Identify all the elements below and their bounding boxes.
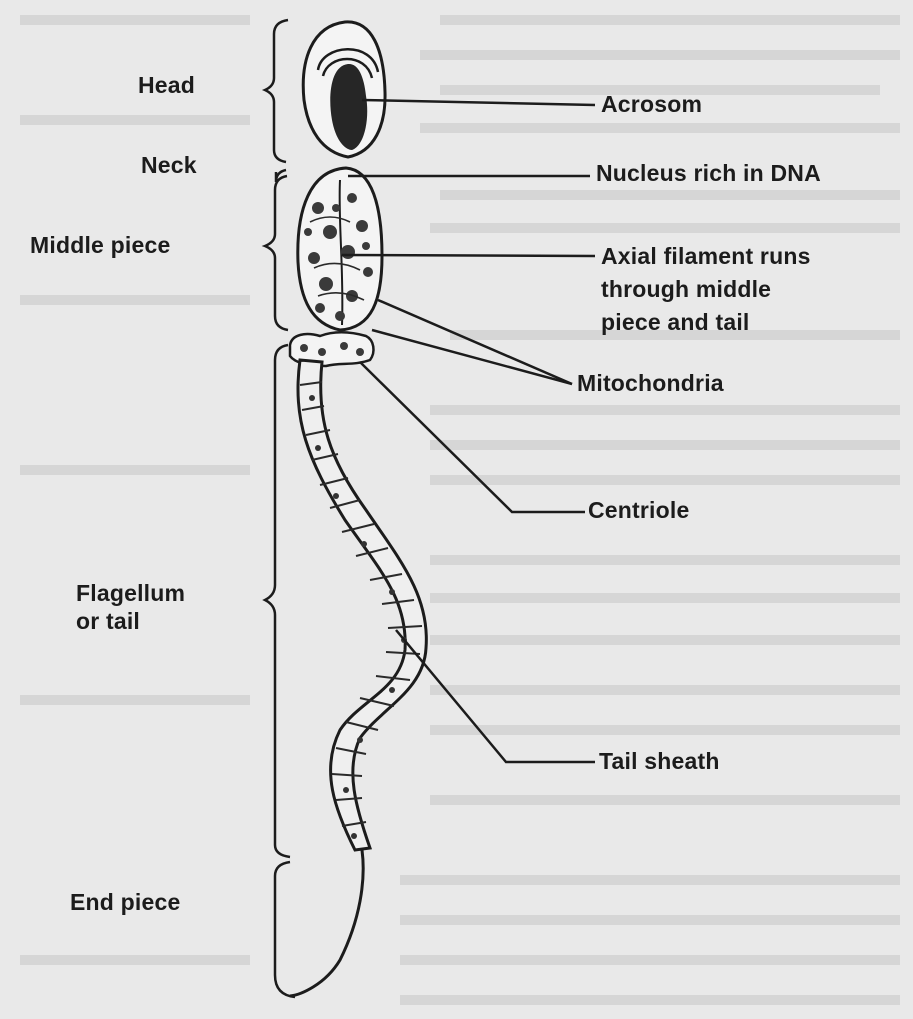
label-centriole: Centriole [588,497,690,523]
acrosom-leader [361,98,596,107]
label-tail-sheath: Tail sheath [599,748,720,774]
left-brackets [261,18,296,999]
middle-piece [296,166,384,332]
background-texture [20,15,900,1005]
label-middle-piece: Middle piece [30,232,171,258]
tail-sheath-leader [395,629,595,764]
label-axial-line3: piece and tail [601,309,750,335]
middle-piece-swirls [309,216,365,301]
end-piece-filament [289,849,365,998]
acrosome-cap-outer [316,48,380,73]
label-axial-line2: through middle [601,276,772,302]
centriole-leader [359,361,585,514]
acrosome-cap-inner [321,57,374,79]
head-brace [261,18,289,164]
middle-piece-brace [261,174,289,332]
leader-lines [341,98,596,764]
mitochondria-leader-1 [377,298,573,386]
end-piece-brace [273,860,296,999]
label-flagellum-line1: Flagellum [76,580,186,606]
label-head: Head [138,72,196,98]
tail-sheath-rings [299,381,423,827]
axial-filament [338,179,344,326]
label-flagellum-line2: or tail [76,608,141,634]
flagellum-brace [262,343,291,859]
label-nucleus: Nucleus rich in DNA [596,160,821,186]
label-axial-line1: Axial filament runs [601,243,811,269]
axial-leader [341,253,596,258]
nucleus-shape [330,63,368,150]
label-acrosom: Acrosom [601,91,703,117]
sperm-head [301,20,387,159]
label-mitochondria: Mitochondria [577,370,724,396]
mitochondria-collar [288,331,375,368]
mitochondria-leader-2 [371,328,573,386]
label-end-piece: End piece [70,889,181,915]
sperm-tail [289,358,428,998]
label-neck: Neck [141,152,197,178]
